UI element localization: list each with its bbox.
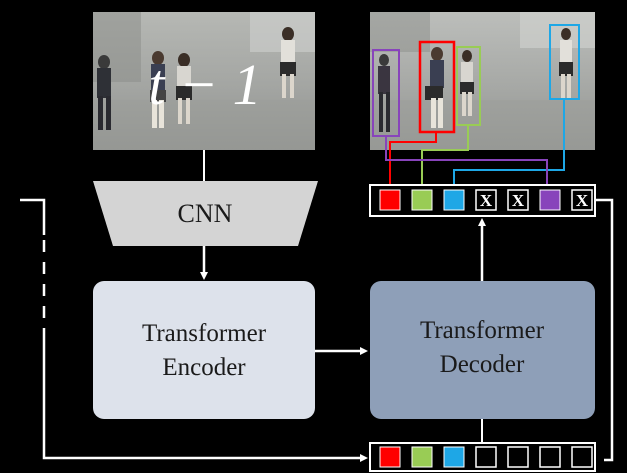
pedestrian-figure [150,51,166,128]
pedestrian-figure [280,27,296,98]
cnn-label: CNN [178,199,233,228]
transformer-decoder-block [370,281,595,419]
output-token-x-mark: X [576,191,589,210]
pedestrian-figure [559,28,573,98]
input-token-empty [539,446,561,468]
output-token-x-mark: X [512,191,525,210]
input-token-strip [369,442,596,472]
encoder-label-line2: Encoder [162,354,246,381]
box-to-token-connectors [385,99,565,186]
pedestrian-figure [176,53,192,124]
output-token-empty-marked [507,189,529,211]
pedestrian-figure [460,50,474,116]
input-token-empty [507,446,529,468]
output-token-red [379,189,401,211]
input-token-green [411,446,433,468]
input-token-blue [443,446,465,468]
pedestrian-figure [378,54,390,132]
left-feedback-line-bottom [42,330,368,462]
red-connector [389,132,437,186]
blue-connector [453,99,565,186]
input-token-empty [475,446,497,468]
green-connector [421,125,469,186]
previous-frame-image: t − 1 [93,12,315,150]
decoder-label-line2: Decoder [440,351,525,378]
purple-connector [385,136,548,186]
decoder-label-line1: Transformer [420,317,545,344]
pedestrian-figure [425,47,444,128]
input-strip-frame [369,442,596,472]
output-token-blue [443,189,465,211]
output-token-empty-marked [475,189,497,211]
output-feedback-loop [595,198,614,462]
left-feedback-line-top [20,198,46,235]
input-token-red [379,446,401,468]
output-token-empty-marked [571,189,593,211]
frame-time-label: t − 1 [148,52,261,117]
output-token-purple [539,189,561,211]
encoder-label-line1: Transformer [142,320,267,347]
input-token-empty [571,446,593,468]
output-token-x-mark: X [480,191,493,210]
output-token-green [411,189,433,211]
cnn-block [93,181,318,246]
current-frame-image [370,12,595,150]
pedestrian-figure [97,55,111,130]
transformer-encoder-block [93,281,315,419]
